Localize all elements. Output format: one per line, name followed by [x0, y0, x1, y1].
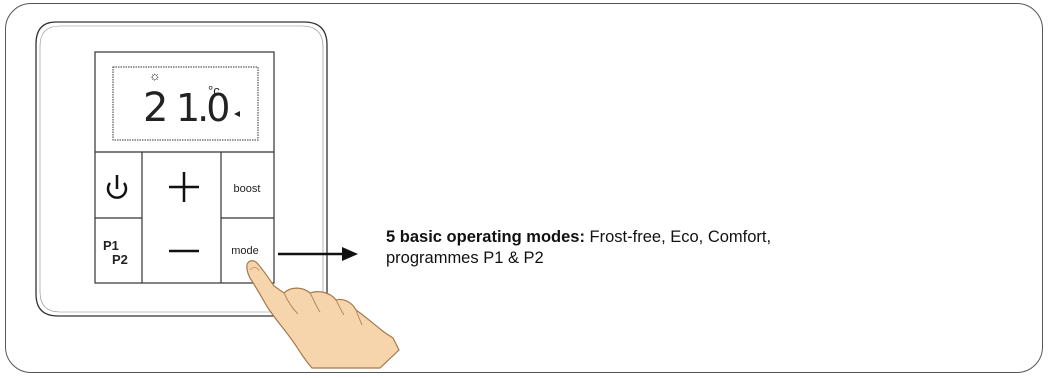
mode-button[interactable]: mode — [221, 218, 274, 283]
caption-modes-line2: programmes P1 & P2 — [386, 249, 544, 267]
mode-label: mode — [231, 245, 259, 257]
caption-modes-line1: Frost-free, Eco, Comfort, — [584, 228, 772, 246]
plus-button[interactable] — [142, 152, 221, 218]
outer-frame — [5, 3, 1043, 373]
lcd-display — [112, 66, 259, 141]
program-button[interactable]: P1 P2 — [95, 218, 142, 283]
lcd-pointer-icon — [234, 111, 240, 117]
keypad-panel — [94, 51, 275, 284]
plus-icon — [169, 172, 199, 202]
pointing-hand-icon — [246, 260, 400, 369]
pointer-arrow — [278, 247, 358, 261]
p1-label: P1 — [103, 238, 119, 253]
lcd-decimal-value: 1.0 — [176, 86, 228, 130]
power-button[interactable] — [95, 152, 142, 218]
caption-heading: 5 basic operating modes: — [386, 228, 585, 246]
sun-icon: ☼ — [149, 68, 161, 83]
lcd-main-digit: 2 — [143, 85, 168, 131]
minus-button[interactable] — [142, 218, 221, 283]
boost-button[interactable]: boost — [221, 152, 274, 218]
lcd-unit: °c — [208, 83, 220, 98]
operating-modes-caption: 5 basic operating modes: Frost-free, Eco… — [386, 227, 986, 269]
power-icon — [106, 175, 128, 199]
p2-label: P2 — [112, 252, 128, 267]
boost-label: boost — [234, 183, 261, 195]
